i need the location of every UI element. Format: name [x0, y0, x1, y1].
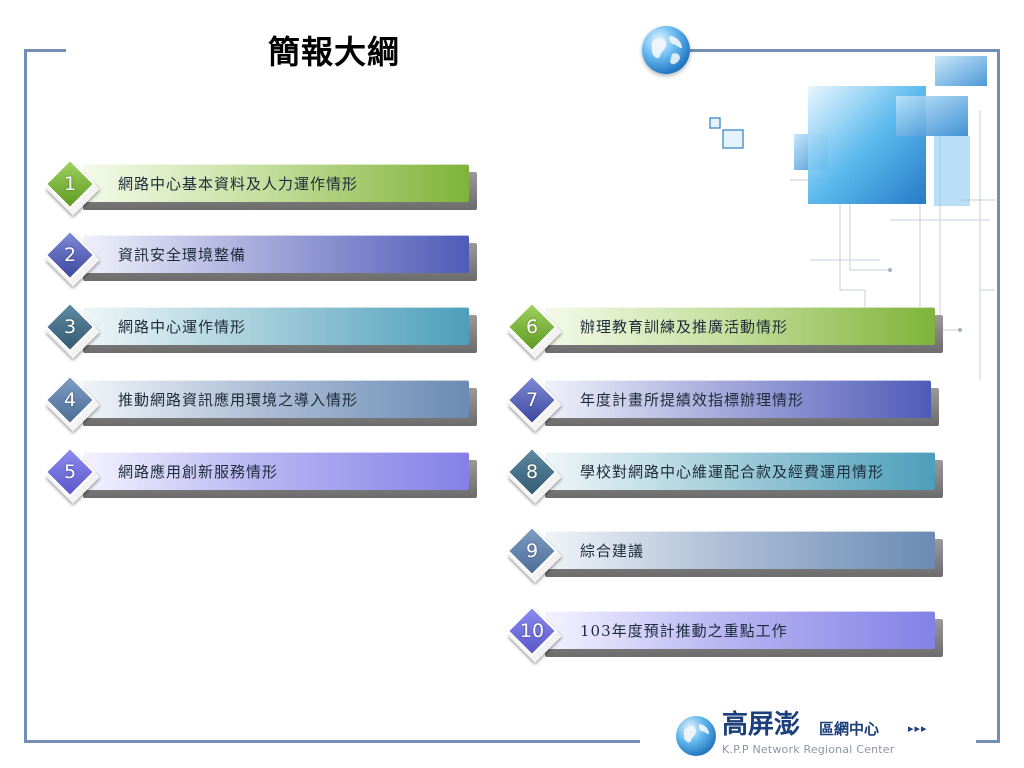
- kpp-logo: 高屏澎 區網中心 ▸▸▸ K.P.P Network Regional Cent…: [676, 708, 950, 764]
- outline-item-number: 4: [63, 389, 77, 411]
- bar: [83, 164, 469, 202]
- globe-icon: [642, 26, 690, 74]
- bar: [545, 452, 935, 490]
- outline-item-label: 推動網路資訊應用環境之導入情形: [118, 391, 359, 409]
- outline-item-number: 8: [525, 461, 539, 483]
- outline-item-label: 年度計畫所提績效指標辦理情形: [580, 391, 805, 409]
- outline-item-3[interactable]: 網路中心運作情形 3: [44, 301, 477, 359]
- frame-top-left: [24, 49, 66, 52]
- outline-item-1[interactable]: 網路中心基本資料及人力運作情形 1: [44, 158, 477, 216]
- outline-item-label: 103年度預計推動之重點工作: [580, 622, 788, 640]
- outline-item-number: 3: [63, 316, 77, 338]
- outline-item-number: 2: [63, 244, 77, 266]
- frame-bottom-right: [976, 740, 1000, 743]
- outline-item-label: 網路中心運作情形: [118, 318, 247, 336]
- outline-item-8[interactable]: 學校對網路中心維運配合款及經費運用情形 8: [506, 446, 943, 504]
- decorative-cubes: [690, 50, 1000, 380]
- outline-item-4[interactable]: 推動網路資訊應用環境之導入情形 4: [44, 374, 477, 432]
- outline-item-number: 6: [525, 316, 539, 338]
- outline-item-number: 5: [63, 461, 77, 483]
- outline-item-7[interactable]: 年度計畫所提績效指標辦理情形 7: [506, 374, 939, 432]
- outline-item-number: 10: [519, 620, 545, 642]
- globe-logo-icon: [676, 716, 716, 756]
- logo-title: 高屏澎: [722, 710, 801, 740]
- bar: [545, 380, 931, 418]
- bar: [545, 531, 935, 569]
- bar: [83, 452, 469, 490]
- outline-item-5[interactable]: 網路應用創新服務情形 5: [44, 446, 477, 504]
- outline-item-label: 網路中心基本資料及人力運作情形: [118, 175, 359, 193]
- outline-item-9[interactable]: 綜合建議 9: [506, 525, 943, 583]
- bar: [545, 307, 935, 345]
- logo-english: K.P.P Network Regional Center: [722, 743, 895, 756]
- outline-item-10[interactable]: 103年度預計推動之重點工作 10: [506, 605, 943, 663]
- frame-bottom-left: [24, 740, 640, 743]
- frame-left: [24, 49, 27, 743]
- outline-item-2[interactable]: 資訊安全環境整備 2: [44, 229, 477, 287]
- slide-title: 簡報大綱: [268, 33, 401, 71]
- frame-top-right: [690, 49, 1000, 52]
- outline-item-number: 7: [525, 389, 539, 411]
- outline-item-6[interactable]: 辦理教育訓練及推廣活動情形 6: [506, 301, 943, 359]
- bar: [83, 235, 469, 273]
- frame-right: [997, 49, 1000, 743]
- outline-item-label: 綜合建議: [580, 542, 645, 560]
- bar: [83, 307, 469, 345]
- outline-item-label: 學校對網路中心維運配合款及經費運用情形: [580, 463, 885, 481]
- outline-item-label: 辦理教育訓練及推廣活動情形: [580, 318, 789, 336]
- outline-item-number: 1: [63, 173, 77, 195]
- outline-item-number: 9: [525, 540, 539, 562]
- bar: [545, 611, 935, 649]
- logo-arrows: ▸▸▸: [908, 722, 928, 735]
- outline-item-label: 資訊安全環境整備: [118, 246, 247, 264]
- bar: [83, 380, 469, 418]
- outline-item-label: 網路應用創新服務情形: [118, 463, 279, 481]
- logo-subtitle: 區網中心: [819, 720, 880, 738]
